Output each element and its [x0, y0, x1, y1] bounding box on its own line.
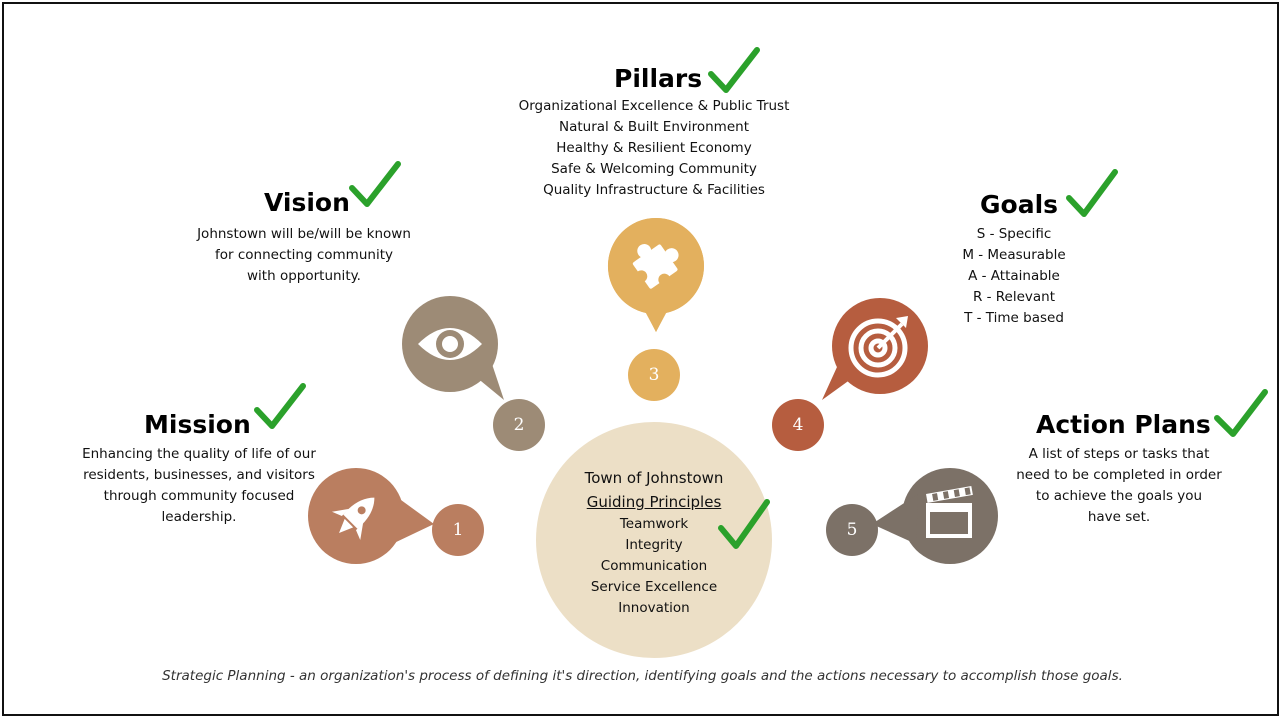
goals-line: T - Time based [964, 310, 1064, 326]
pillars-line: Natural & Built Environment [558, 119, 749, 135]
mission-check-icon [254, 383, 306, 429]
vision-bubble [402, 296, 504, 400]
pillars-title: Pillars [614, 64, 703, 93]
principle-item: Innovation [618, 600, 690, 616]
vision-check-icon [349, 161, 401, 207]
action-plans-line: have set. [1087, 509, 1151, 525]
pillars-bubble [607, 218, 704, 332]
goals-line: R - Relevant [972, 289, 1056, 305]
pillars-line: Quality Infrastructure & Facilities [543, 182, 765, 198]
pillars-line: Healthy & Resilient Economy [556, 140, 752, 156]
goals-title: Goals [980, 190, 1059, 219]
mission-line: through community focused [103, 488, 295, 504]
guiding-principles-heading: Guiding Principles [586, 493, 722, 511]
mission-title: Mission [144, 410, 251, 439]
principle-item: Service Excellence [590, 579, 718, 595]
guiding-principles-text: Town of Johnstown Guiding Principles Tea… [536, 466, 772, 619]
vision-description: Johnstown will be/will be known for conn… [164, 224, 444, 287]
mission-description: Enhancing the quality of life of our res… [59, 444, 339, 528]
goals-description: S - Specific M - Measurable A - Attainab… [934, 224, 1094, 329]
vision-step-number: 2 [493, 399, 545, 451]
mission-line: Enhancing the quality of life of our [82, 446, 316, 462]
vision-line: for connecting community [215, 247, 393, 263]
goals-line: A - Attainable [968, 268, 1060, 284]
goals-step-number: 4 [772, 399, 824, 451]
town-name: Town of Johnstown [584, 469, 724, 487]
pillars-line: Organizational Excellence & Public Trust [518, 98, 790, 114]
action-plans-description: A list of steps or tasks that need to be… [994, 444, 1244, 528]
mission-line: residents, businesses, and visitors [83, 467, 315, 483]
action-plans-step-number: 5 [826, 504, 878, 556]
vision-line: with opportunity. [247, 268, 361, 284]
action-plans-line: to achieve the goals you [1035, 488, 1203, 504]
pillars-step-number: 3 [628, 349, 680, 401]
pillars-description: Organizational Excellence & Public Trust… [474, 96, 834, 201]
mission-bubble [308, 468, 434, 564]
goals-line: S - Specific [976, 226, 1052, 242]
principle-item: Teamwork [619, 516, 689, 532]
mission-line: leadership. [161, 509, 237, 525]
footer-definition: Strategic Planning - an organization's p… [162, 668, 1123, 684]
eye-icon [418, 328, 482, 360]
vision-line: Johnstown will be/will be known [197, 226, 411, 242]
mission-step-number: 1 [432, 504, 484, 556]
action-plans-bubble [872, 468, 998, 564]
action-plans-check-icon [1214, 389, 1268, 437]
puzzle-icon [632, 244, 679, 289]
pillars-check-icon [708, 47, 760, 93]
goals-check-icon [1066, 169, 1118, 217]
principle-item: Integrity [625, 537, 683, 553]
rocket-icon [331, 497, 375, 541]
target-icon [848, 316, 908, 378]
action-plans-line: A list of steps or tasks that [1028, 446, 1210, 462]
clapperboard-icon [926, 486, 973, 538]
goals-bubble [822, 298, 928, 400]
guiding-principles-check-icon [718, 499, 770, 549]
action-plans-line: need to be completed in order [1016, 467, 1222, 483]
pillars-line: Safe & Welcoming Community [551, 161, 757, 177]
principle-item: Communication [600, 558, 708, 574]
vision-title: Vision [264, 188, 350, 217]
action-plans-title: Action Plans [1036, 410, 1211, 439]
goals-line: M - Measurable [962, 247, 1066, 263]
